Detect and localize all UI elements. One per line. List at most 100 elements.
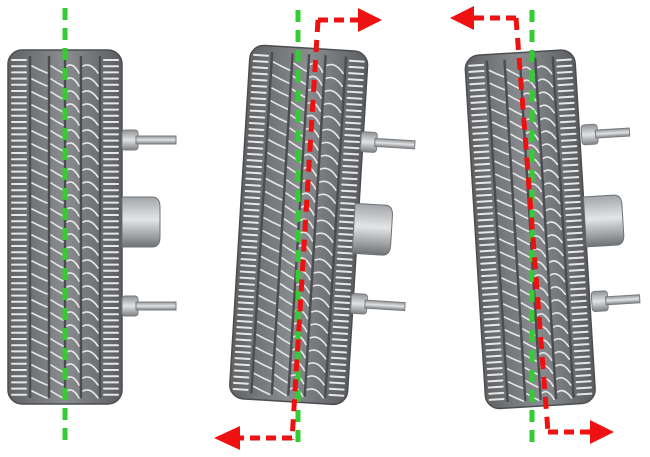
tread-sipe: [315, 245, 333, 256]
tread-sipe: [506, 368, 523, 376]
tread-sipe: [339, 214, 356, 218]
tread-sipe: [256, 320, 275, 331]
tread-sipe: [511, 159, 526, 168]
stud-shaft: [594, 127, 631, 139]
tread-sipe: [471, 113, 488, 117]
wheel-positive-camber: [214, 8, 416, 450]
tread-sipe: [31, 338, 48, 347]
tread-sipe: [568, 268, 585, 272]
tread-sipe: [323, 115, 341, 127]
tread-sipe: [31, 143, 48, 152]
tire-icon: [229, 44, 369, 406]
tread-sipe: [548, 247, 564, 257]
tread-sipe: [546, 221, 563, 231]
tread-sipe: [50, 325, 64, 334]
tread-sipe: [482, 292, 499, 296]
tread-sipe: [333, 313, 350, 317]
tread-sipe: [31, 364, 48, 373]
tread-sipe: [338, 233, 355, 236]
tread-sipe: [82, 389, 99, 399]
tread-sipe: [348, 72, 365, 75]
tread-sipe: [246, 165, 263, 169]
tread-sipe: [556, 376, 572, 386]
tread-sipe: [544, 182, 560, 192]
tread-sipe: [545, 208, 562, 218]
tread-sipe: [299, 231, 314, 242]
tread-sipe: [261, 242, 280, 253]
tread-sipe: [346, 96, 363, 100]
tread-sipe: [66, 64, 80, 74]
tread-sipe: [342, 164, 359, 168]
stud-shaft: [374, 137, 416, 150]
tread-sipe: [31, 273, 48, 282]
tread-sipe: [338, 226, 355, 230]
tread-sipe: [66, 220, 80, 230]
tread-sipe: [498, 238, 515, 247]
tread-sipe: [82, 194, 99, 204]
tread-sipe: [247, 146, 264, 150]
tread-sipe: [82, 337, 99, 347]
tread-sipe: [482, 305, 499, 309]
tread-sipe: [514, 211, 529, 220]
tread-sipe: [82, 350, 99, 360]
tread-sipe: [66, 285, 80, 295]
tread-sipe: [245, 177, 262, 181]
tread-sipe: [238, 289, 255, 292]
tread-sipe: [478, 237, 495, 240]
tread-sipe: [301, 192, 316, 203]
tread-sipe: [249, 103, 266, 107]
tread-sipe: [279, 283, 294, 293]
tread-sipe: [50, 195, 64, 204]
tread-sipe: [243, 208, 260, 212]
tread-sipe: [539, 104, 555, 114]
tread-sipe: [235, 338, 252, 342]
tread-sipe: [234, 350, 251, 354]
tread-sipe: [260, 268, 278, 279]
tread-sipe: [539, 351, 553, 362]
tread-sipe: [336, 257, 353, 261]
tread-sipe: [66, 311, 80, 321]
tread-sipe: [66, 350, 80, 360]
arrow-left-icon: [450, 6, 474, 30]
tread-sipe: [31, 286, 48, 295]
tread-sipe: [525, 380, 539, 388]
hub-cap: [121, 196, 161, 248]
tread-sipe: [319, 180, 337, 191]
tread-sipe: [508, 394, 525, 402]
tread-sipe: [66, 168, 80, 178]
tread-sipe: [271, 74, 290, 84]
tread-sipe: [314, 258, 332, 269]
tread-sipe: [469, 88, 486, 92]
tread-sipe: [561, 145, 578, 148]
tread-sipe: [259, 281, 277, 292]
tread-sipe: [565, 213, 582, 217]
tread-sipe: [31, 78, 48, 87]
hub-body: [121, 196, 161, 248]
tread-sipe: [237, 301, 254, 305]
tread-sipe: [82, 246, 99, 256]
tread-groove: [303, 55, 327, 397]
tread-sipe: [332, 319, 349, 323]
tread-sipe: [66, 363, 80, 373]
tread-sipe: [481, 274, 497, 278]
tread-sipe: [341, 177, 358, 181]
tread-sipe: [572, 324, 589, 328]
tread-sipe: [474, 175, 491, 179]
tread-sipe: [476, 206, 493, 210]
tread-sipe: [266, 165, 285, 175]
tread-sipe: [268, 139, 286, 149]
tread-sipe: [307, 375, 325, 386]
tread-sipe: [473, 144, 490, 148]
tread-sipe: [50, 156, 64, 165]
tread-sipe: [242, 220, 259, 224]
tread-sipe: [576, 386, 593, 390]
tread-groove: [287, 54, 311, 396]
tread-groove: [270, 53, 294, 395]
tread-sipe: [31, 312, 48, 321]
tread-groove: [323, 56, 348, 398]
tread-sipe: [328, 393, 345, 397]
tread-sipe: [248, 128, 265, 131]
tread-sipe: [540, 117, 556, 127]
wheel-stud: [350, 292, 406, 315]
tread-sipe: [483, 317, 500, 321]
